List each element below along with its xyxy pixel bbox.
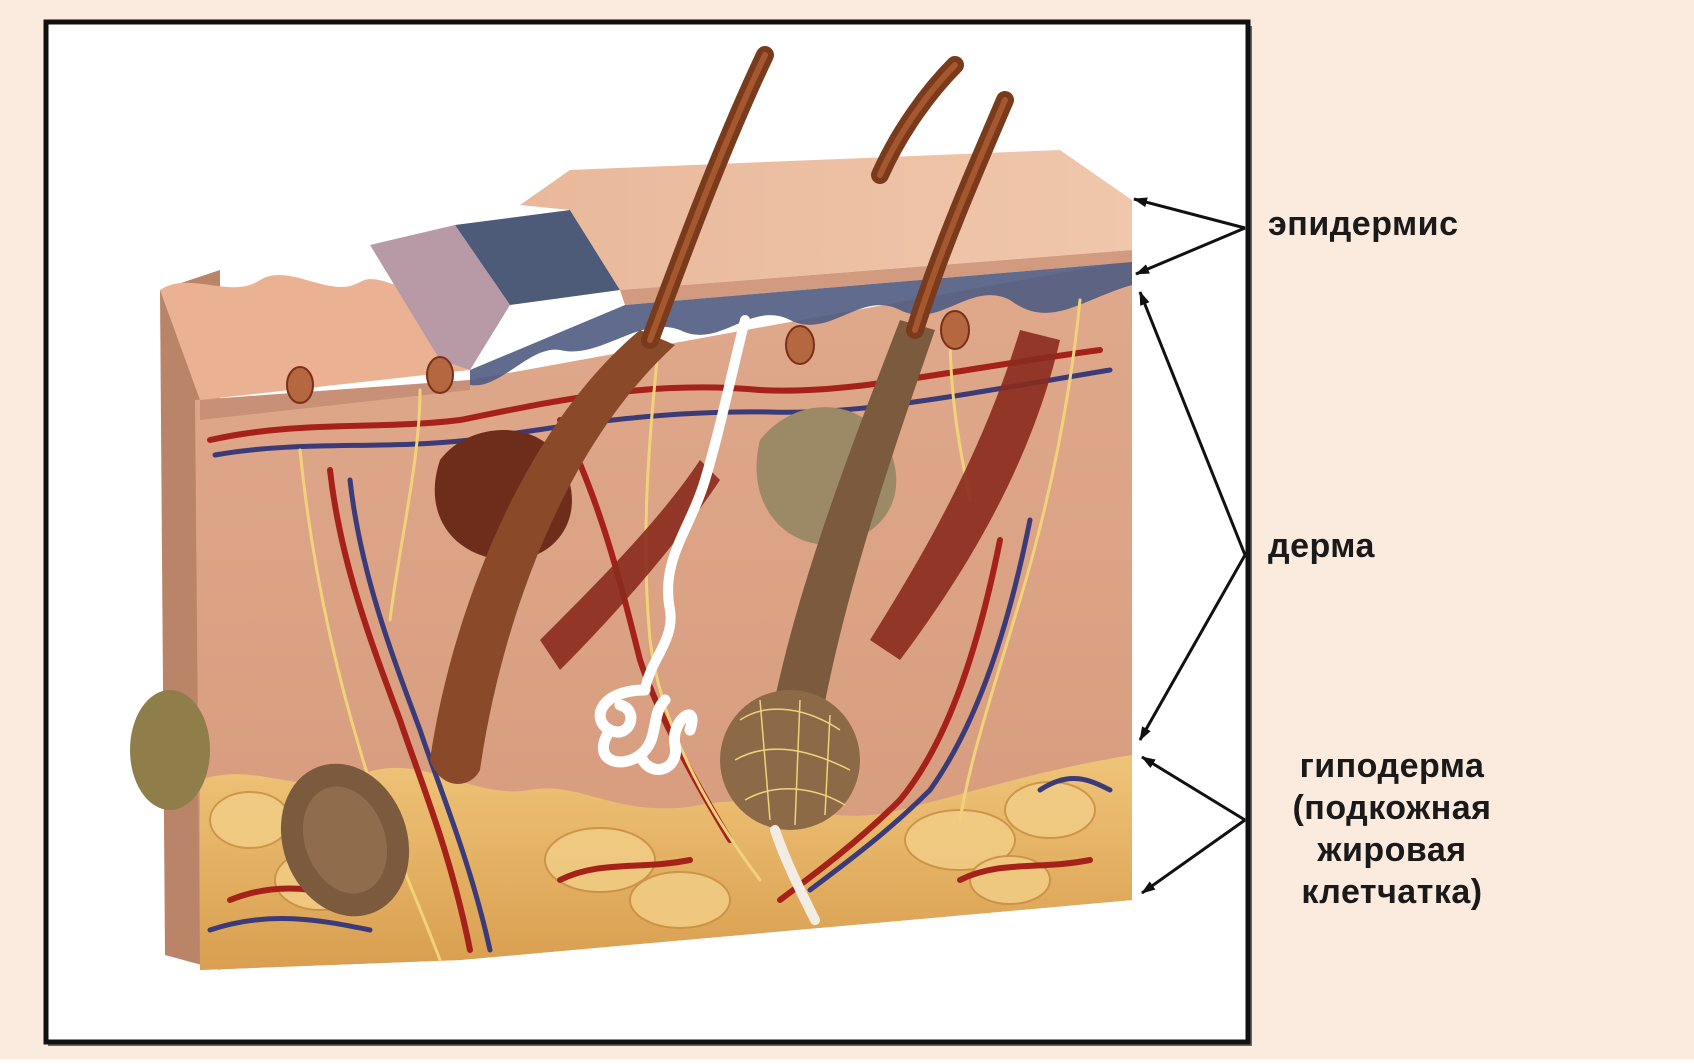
label-hypodermis: гиподерма (подкожная жировая клетчатка) — [1262, 745, 1522, 913]
label-hypodermis-line-1: гиподерма — [1262, 745, 1522, 787]
label-hypodermis-line-3: жировая — [1262, 829, 1522, 871]
label-derma: дерма — [1268, 525, 1468, 567]
label-hypodermis-line-4: клетчатка) — [1262, 871, 1522, 913]
olive-gland-left — [130, 690, 210, 810]
label-hypodermis-line-2: (подкожная — [1262, 787, 1522, 829]
hair-bulb — [720, 690, 860, 830]
label-epidermis: эпидермис — [1268, 203, 1528, 245]
